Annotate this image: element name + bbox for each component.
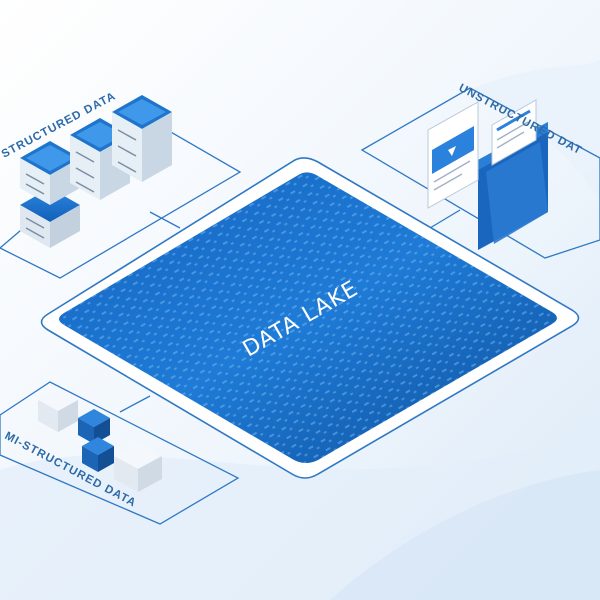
unstructured-frame (360, 87, 600, 259)
semi-frame (0, 381, 240, 525)
document-icon (427, 101, 479, 209)
document-icon (491, 99, 537, 166)
data-lake-platform: DATA LAKE (40, 157, 580, 479)
folder-documents-icon (427, 99, 548, 250)
server-unit (112, 95, 172, 182)
structured-connector (149, 211, 181, 229)
bg-wave (330, 470, 600, 600)
server-unit (20, 141, 80, 205)
semi-connector (119, 395, 151, 413)
cube (38, 389, 78, 432)
cube (82, 437, 114, 472)
cube (114, 443, 162, 492)
lake-data-pattern (59, 172, 557, 463)
cubes-icon (38, 389, 162, 492)
server-stack-icon (20, 95, 172, 248)
play-icon (448, 146, 456, 156)
